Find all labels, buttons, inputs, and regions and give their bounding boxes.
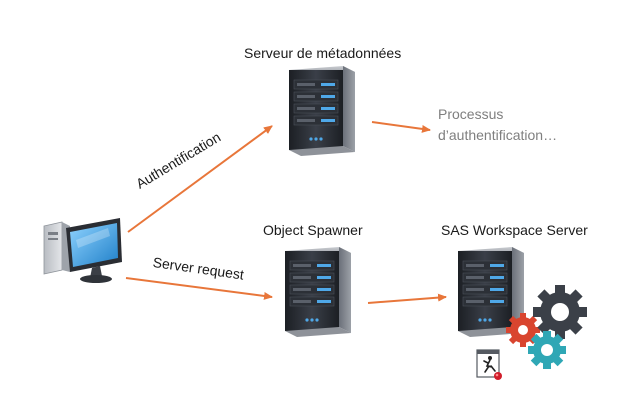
arrow-spawn-workspace [367, 293, 447, 304]
object-spawner-label: Object Spawner [263, 222, 363, 238]
gear-teal-icon [528, 331, 566, 369]
arrow-authentication-process [371, 121, 431, 133]
object-spawner-server-icon [284, 246, 352, 338]
process-document-icon [476, 349, 502, 380]
process-note-line2: d’authentification… [438, 127, 558, 143]
metadata-server-icon [288, 65, 356, 157]
arrow-server-request [125, 277, 273, 300]
workspace-server-label: SAS Workspace Server [441, 222, 588, 238]
gear-red-icon [506, 313, 540, 347]
client-computer-icon [43, 218, 122, 283]
gear-dark-icon [533, 285, 587, 339]
metadata-server-label: Serveur de métadonnées [244, 45, 402, 61]
process-note-line1: Processus [438, 106, 504, 122]
arrow-authentication [127, 125, 273, 233]
